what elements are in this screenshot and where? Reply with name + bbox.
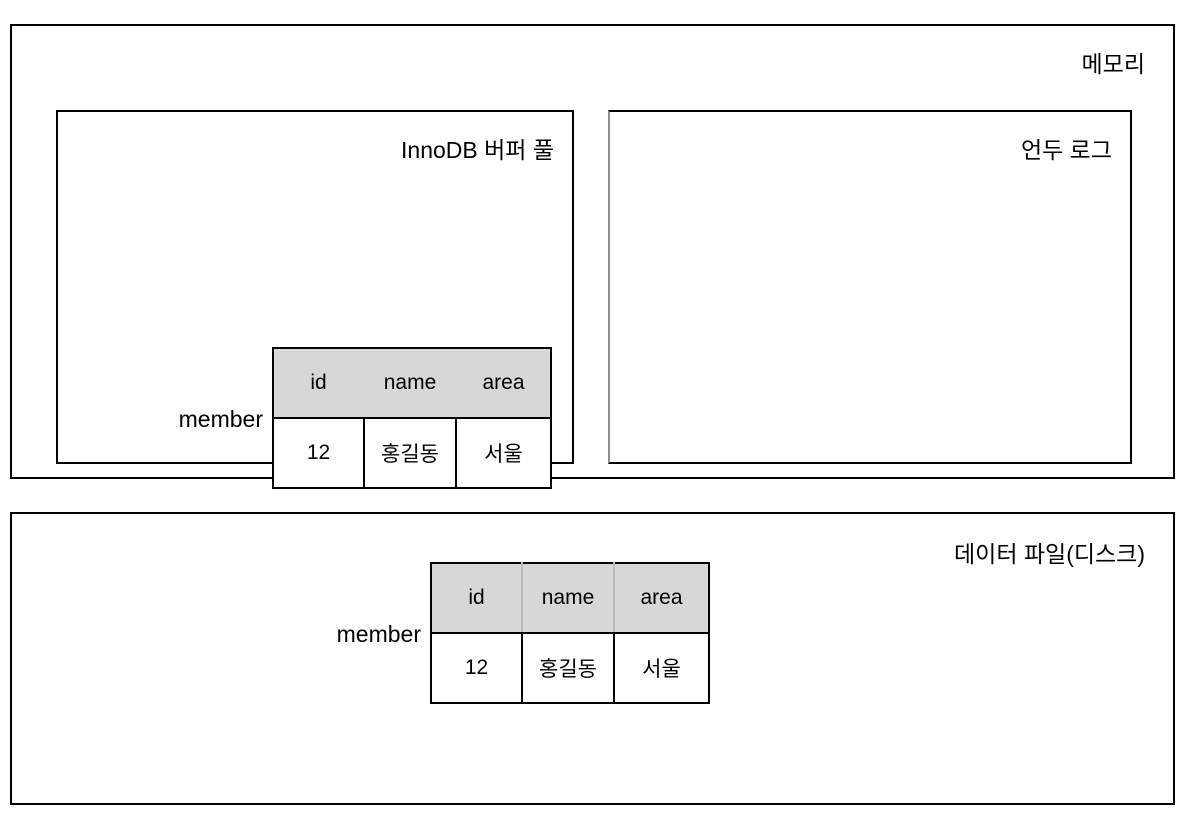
column-header-name: name	[521, 562, 615, 634]
memory-panel: 메모리 InnoDB 버퍼 풀 member id name area 12 홍…	[10, 24, 1175, 489]
buffer-pool-table-group: member id name area 12 홍길동 서울	[58, 347, 552, 489]
column-header-area: area	[613, 562, 710, 634]
disk-member-table: id name area 12 홍길동 서울	[430, 562, 710, 704]
cell-area: 서울	[613, 632, 710, 704]
column-header-name: name	[364, 347, 456, 419]
data-file-disk-panel: 데이터 파일(디스크) member id name area 12 홍길동 서…	[10, 512, 1175, 805]
buffer-pool-member-table: id name area 12 홍길동 서울	[272, 347, 552, 489]
column-header-area: area	[456, 347, 552, 419]
memory-panel-title: 메모리	[1081, 51, 1145, 77]
innodb-buffer-pool-panel: InnoDB 버퍼 풀 member id name area 12 홍길동 서…	[56, 110, 574, 489]
cell-area: 서울	[455, 417, 552, 489]
buffer-pool-table-label: member	[178, 406, 263, 432]
table-row: 12 홍길동 서울	[272, 417, 552, 489]
table-row: 12 홍길동 서울	[430, 632, 710, 704]
disk-table-label: member	[336, 621, 421, 647]
column-header-id: id	[272, 347, 364, 419]
undo-log-panel: 언두 로그	[608, 110, 1132, 464]
undo-log-title: 언두 로그	[1020, 137, 1112, 163]
cell-id: 12	[430, 632, 523, 704]
disk-table-group: member id name area 12 홍길동 서울	[12, 562, 710, 704]
cell-name: 홍길동	[521, 632, 615, 704]
innodb-buffer-pool-title: InnoDB 버퍼 풀	[401, 137, 554, 163]
table-header-row: id name area	[430, 562, 710, 634]
column-header-id: id	[430, 562, 523, 634]
table-header-row: id name area	[272, 347, 552, 419]
cell-id: 12	[272, 417, 365, 489]
cell-name: 홍길동	[363, 417, 457, 489]
data-file-disk-title: 데이터 파일(디스크)	[954, 541, 1145, 567]
